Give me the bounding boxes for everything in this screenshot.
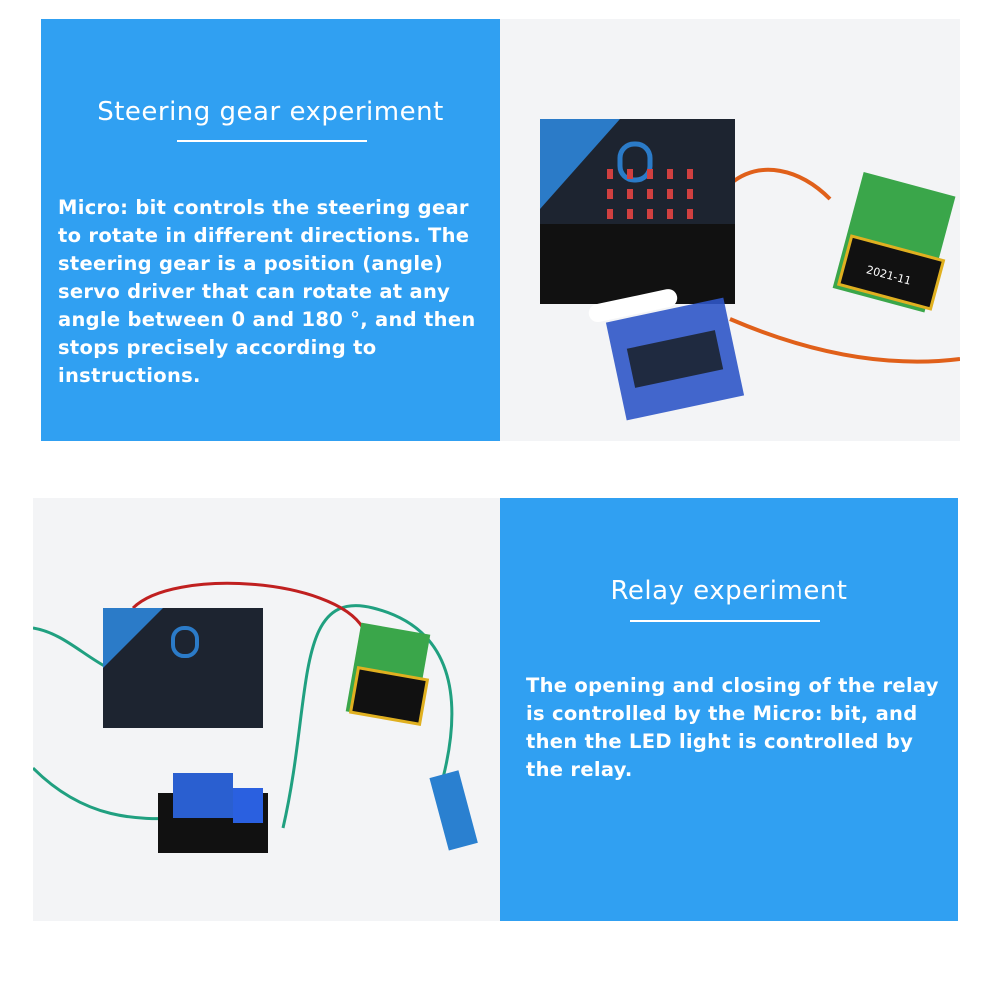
steering-gear-title: Steering gear experiment xyxy=(97,97,444,127)
desc-line: Micro: bit controls the steering gear xyxy=(58,196,469,219)
relay-title: Relay experiment xyxy=(610,576,848,606)
relay-description: The opening and closing of the relay is … xyxy=(526,672,939,784)
relay-panel: Relay experiment The opening and closing… xyxy=(500,498,958,921)
led-module xyxy=(429,770,478,851)
relay-photo xyxy=(33,498,500,921)
desc-line: to rotate in different directions. The xyxy=(58,224,470,247)
desc-line: steering gear is a position (angle) xyxy=(58,252,444,275)
desc-line: angle between 0 and 180 °, and then xyxy=(58,308,476,331)
desc-line: instructions. xyxy=(58,364,201,387)
desc-line: The opening and closing of the relay xyxy=(526,674,939,697)
desc-line: stops precisely according to xyxy=(58,336,377,359)
title-underline xyxy=(630,620,820,622)
title-underline xyxy=(177,140,367,142)
desc-line: is controlled by the Micro: bit, and xyxy=(526,702,918,725)
desc-line: the relay. xyxy=(526,758,633,781)
battery: 2021-11 xyxy=(832,171,956,313)
steering-gear-panel: Steering gear experiment Micro: bit cont… xyxy=(41,19,500,441)
steering-gear-description: Micro: bit controls the steering gear to… xyxy=(58,194,476,390)
microbit-board xyxy=(103,608,263,728)
servo xyxy=(588,289,745,421)
servo-illustration: 2021-11 xyxy=(540,119,960,421)
desc-line: servo driver that can rotate at any xyxy=(58,280,451,303)
desc-line: then the LED light is controlled by xyxy=(526,730,914,753)
servo-photo: 2021-11 xyxy=(500,19,960,441)
relay-illustration xyxy=(33,581,478,853)
